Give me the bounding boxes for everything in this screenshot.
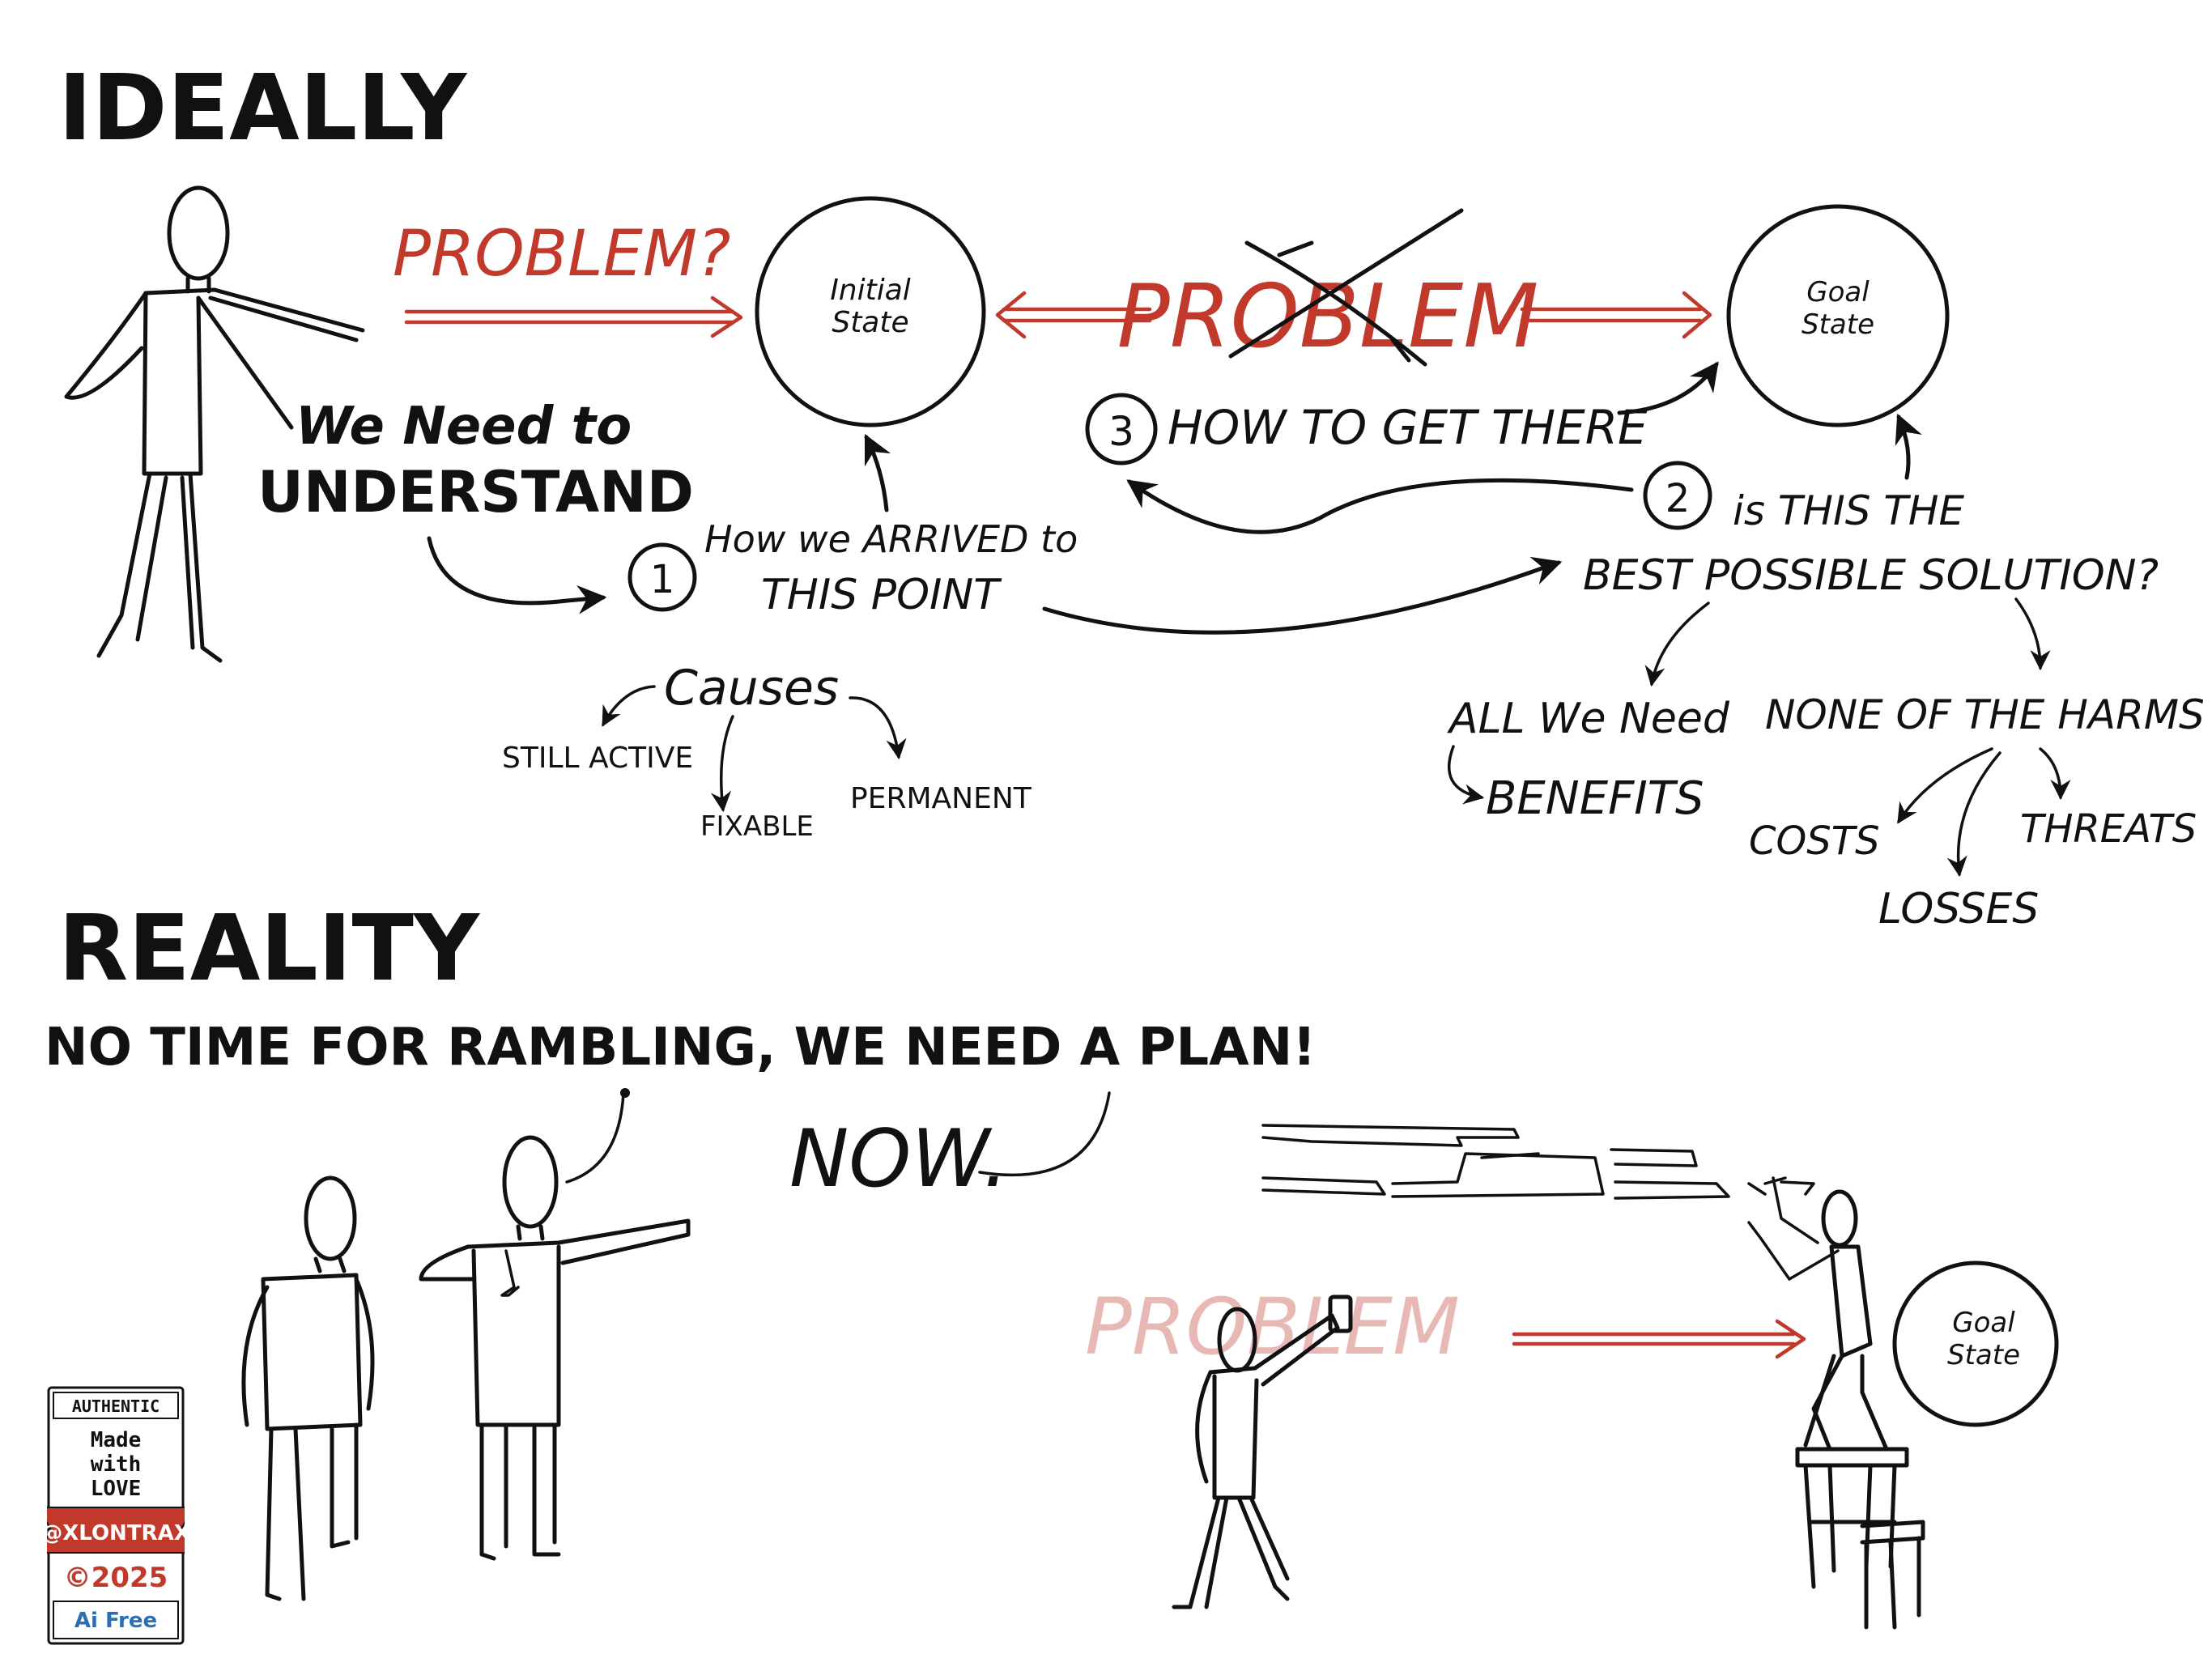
harm-costs: COSTS: [1749, 818, 1880, 864]
boss-figure: [419, 1135, 691, 1561]
badge-ai-free: Ai Free: [74, 1609, 157, 1633]
initial-state-label-2: State: [832, 306, 908, 339]
now-label: NOW.: [789, 1113, 1009, 1205]
cause-permanent: PERMANENT: [850, 782, 1032, 815]
stacked-chairs: [1795, 1447, 1925, 1630]
step1-to-initial-arrow: [864, 433, 891, 512]
reaching-figure: [1747, 1176, 1889, 1452]
step1-text-line2: THIS POINT: [761, 571, 1002, 619]
cause-still-active: STILL ACTIVE: [502, 742, 693, 775]
crossed-problem-left-line: [1002, 307, 1152, 323]
harms-arrow-costs: [1897, 747, 1993, 824]
step1-text-line1: How we ARRIVED to: [704, 517, 1078, 561]
goal-state-circle: [1726, 204, 1950, 427]
badge-handle: @XLONTRAX: [47, 1521, 185, 1545]
none-of-harms-label: NONE OF THE HARMS: [1765, 691, 2205, 738]
understand-to-step1-arrow: [427, 536, 607, 614]
badge-authentic: AUTHENTIC: [72, 1397, 160, 1416]
step2-text-line1: is THIS THE: [1733, 487, 1964, 534]
all-we-need-label: ALL We Need: [1447, 695, 1730, 743]
problem-arrow-line: [404, 309, 735, 325]
problem-question-label: PROBLEM?: [393, 218, 731, 291]
listener-figure: [241, 1175, 375, 1601]
now-pointer-line: [978, 1091, 1111, 1177]
harms-arrow-losses: [1946, 751, 2001, 878]
harm-losses: LOSSES: [1878, 885, 2039, 933]
step3-circle: [1085, 393, 1158, 466]
step3-text: HOW TO GET THERE: [1168, 400, 1648, 455]
step2-text-line2: BEST POSSIBLE SOLUTION?: [1583, 551, 2159, 600]
harm-threats: THREATS: [2020, 806, 2197, 852]
step1-number: 1: [650, 557, 675, 602]
presenter-figure: [64, 185, 365, 663]
harms-arrow-threats: [2039, 747, 2071, 801]
step3-to-goal-arrow: [1617, 361, 1719, 415]
goal-state-label-1: Goal: [1806, 276, 1870, 308]
badge-with: with: [91, 1452, 142, 1477]
goal-state-label-2: State: [1802, 308, 1874, 341]
step2-arrow-all-we-need: [1644, 602, 1710, 687]
step2-circle: [1643, 461, 1712, 530]
problem-cross-out-mark: [1228, 208, 1464, 367]
reality-goal-label-1: Goal: [1952, 1307, 2015, 1339]
step1-to-step2-arrow: [1042, 556, 1563, 635]
walker-figure: [1172, 1295, 1353, 1609]
shout-pointer-dot: [620, 1088, 630, 1098]
step3-number: 3: [1108, 408, 1134, 455]
authentic-badge: AUTHENTIC Made with LOVE @XLONTRAX ©2025…: [47, 1386, 185, 1645]
section-title-reality: REALITY: [58, 896, 481, 1001]
benefits-label: BENEFITS: [1486, 772, 1704, 825]
broken-bridge: [1261, 1124, 1815, 1200]
shout-pointer-line: [565, 1091, 625, 1184]
faded-problem-arrow-line: [1512, 1332, 1796, 1346]
badge-graphic: AUTHENTIC Made with LOVE @XLONTRAX ©2025…: [47, 1386, 185, 1645]
crossed-problem-right-line: [1520, 307, 1703, 323]
causes-arrow-fixable: [710, 715, 734, 813]
step2-to-goal-arrow: [1895, 413, 1922, 480]
understand-label: UNDERSTAND: [257, 459, 694, 525]
step2-number: 2: [1665, 476, 1691, 521]
causes-label: Causes: [664, 660, 839, 716]
causes-arrow-permanent: [849, 696, 907, 760]
step2-arrow-harms: [2014, 597, 2051, 671]
faded-problem-arrow-head: [1775, 1319, 1806, 1359]
crossed-problem-label: PROBLEM: [1117, 266, 1539, 368]
crossed-problem-right-head: [1682, 291, 1712, 339]
problem-arrow-head: [710, 295, 743, 338]
step2-to-step3-arrow: [1126, 478, 1634, 534]
badge-made: Made: [91, 1428, 142, 1452]
we-need-to-label: We Need to: [296, 397, 632, 457]
reality-shout-text: NO TIME FOR RAMBLING, WE NEED A PLAN!: [45, 1018, 1316, 1078]
crossed-problem-left-head: [995, 291, 1027, 339]
reality-goal-label-2: State: [1947, 1339, 2020, 1371]
step1-circle: [627, 542, 697, 612]
badge-year: ©2025: [64, 1562, 168, 1594]
cause-fixable: FIXABLE: [700, 810, 814, 843]
causes-arrow-still-active: [602, 685, 656, 727]
section-title-ideally: IDEALLY: [58, 56, 468, 161]
initial-state-label-1: Initial: [830, 274, 911, 307]
all-we-need-to-benefits-arrow: [1448, 745, 1485, 805]
badge-love: LOVE: [91, 1477, 142, 1501]
initial-state-circle: [755, 196, 986, 427]
reality-goal-circle: [1892, 1261, 2059, 1427]
